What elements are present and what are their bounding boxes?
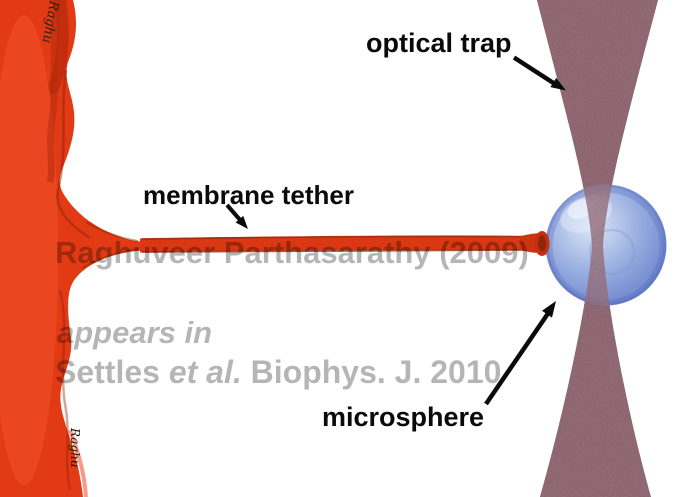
citation-prefix: Settles xyxy=(55,354,169,390)
citation-suffix: Biophys. J. 2010 xyxy=(241,354,502,390)
watermark-credit-line: Raghuveer Parthasarathy (2009) xyxy=(55,235,529,270)
optical-trap-beam-overlay xyxy=(537,0,658,497)
microsphere-label: microsphere xyxy=(322,402,485,432)
citation-etal: et al. xyxy=(168,354,242,390)
watermark-citation: Settles et al. Biophys. J. 2010 xyxy=(55,356,501,388)
watermark-appears-in: appears in xyxy=(57,315,213,350)
membrane-vesicle xyxy=(0,0,142,497)
microsphere-arrow xyxy=(484,301,556,406)
membrane-tether-label: membrane tether xyxy=(143,180,354,210)
annotation-arrows xyxy=(225,55,566,406)
optical-trap-arrow xyxy=(512,55,566,91)
artist-signature-bottom: Raghu xyxy=(68,428,82,468)
membrane-fold-line xyxy=(56,69,91,240)
membrane-tether-strand xyxy=(140,231,550,256)
membrane-tether-arrow xyxy=(225,203,248,229)
optical-trap-label: optical trap xyxy=(366,28,512,58)
beam-grain-texture xyxy=(537,0,658,497)
